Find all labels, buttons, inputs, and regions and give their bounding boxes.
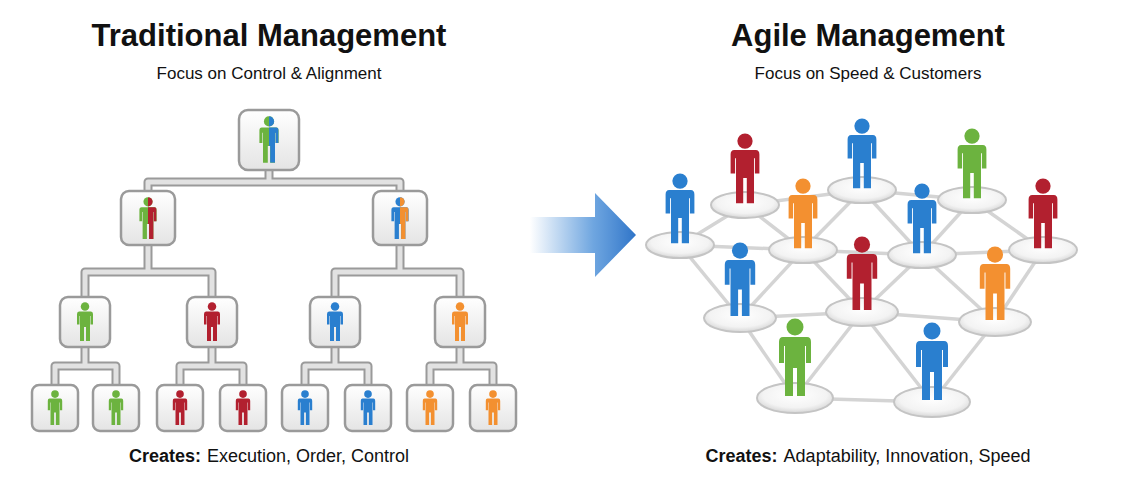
section-subtitle-text: Focus on Control & Alignment	[157, 64, 382, 84]
label-value: Execution, Order, Control	[207, 446, 409, 467]
org-people	[48, 116, 500, 425]
section-subtitle: Focus on Control & Alignment	[157, 64, 382, 84]
creates-line: Creates: Adaptability, Innovation, Speed	[706, 446, 1031, 467]
org-boxes	[32, 110, 516, 431]
tree-connectors	[55, 170, 493, 385]
label-key: Creates:	[706, 446, 778, 467]
section-title: Traditional Management	[92, 18, 447, 54]
section-title-text: Agile Management	[731, 18, 1005, 54]
creates-line: Creates: Execution, Order, Control	[129, 446, 409, 467]
network-people	[666, 118, 1058, 400]
section-title-text: Traditional Management	[92, 18, 447, 54]
network-discs	[646, 177, 1077, 417]
section-title: Agile Management	[731, 18, 1005, 54]
label-key: Creates:	[129, 446, 201, 467]
label-value: Adaptability, Innovation, Speed	[784, 446, 1031, 467]
network-links	[680, 190, 1043, 402]
section-subtitle: Focus on Speed & Customers	[755, 64, 982, 84]
section-subtitle-text: Focus on Speed & Customers	[755, 64, 982, 84]
transition-arrow	[530, 193, 636, 277]
